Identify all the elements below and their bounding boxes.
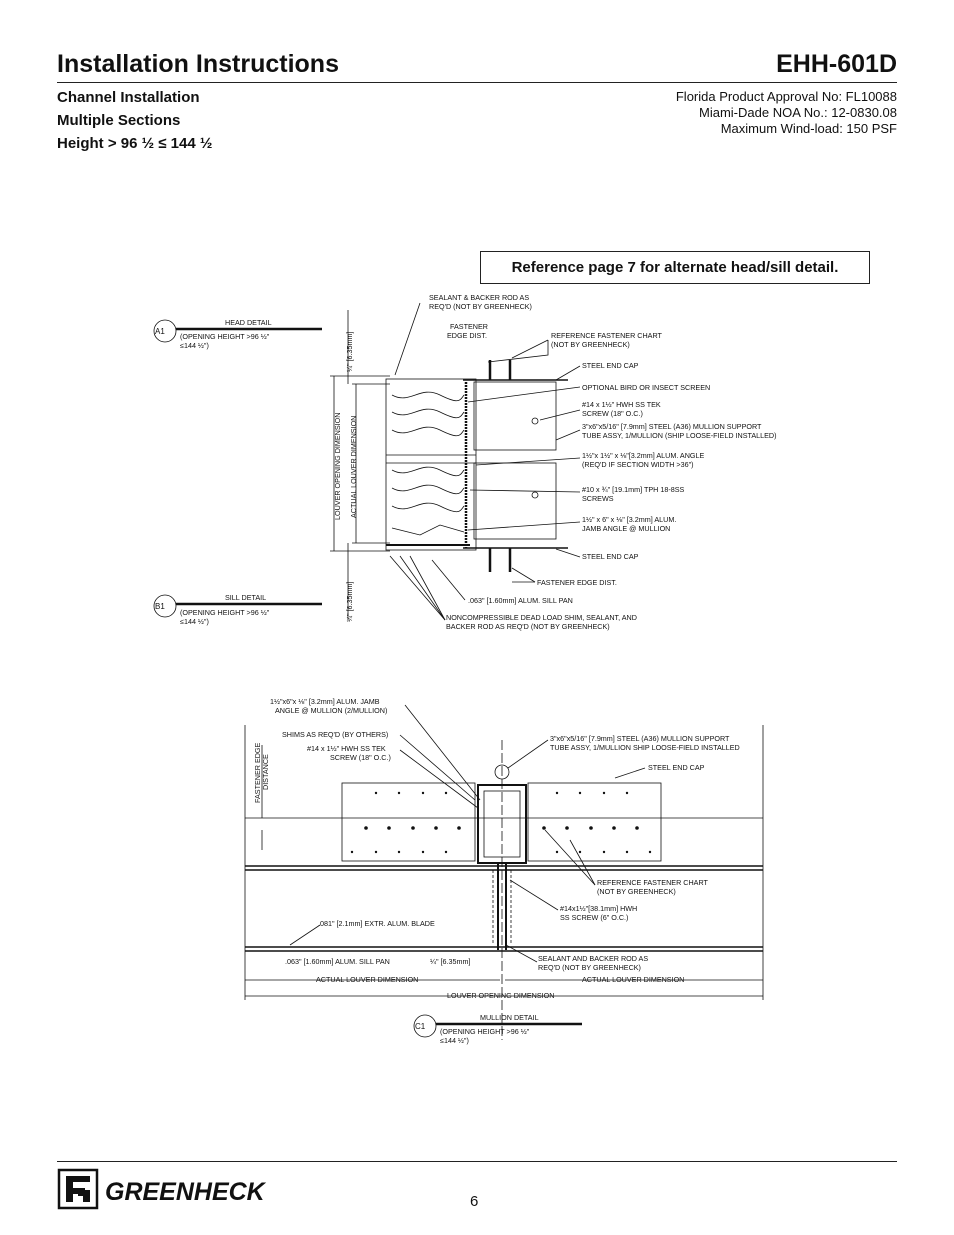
callout-a-18: STEEL END CAP (582, 552, 639, 561)
callout-c-4: SCREW (18" O.C.) (330, 753, 391, 762)
head-detail-range-1: (OPENING HEIGHT >96 ½" (180, 332, 270, 341)
callout-a-20: .063" [1.60mm] ALUM. SILL PAN (468, 596, 573, 605)
callout-c-11: SS SCREW (6" O.C.) (560, 913, 628, 922)
callout-c-13: .063" [1.60mm] ALUM. SILL PAN (285, 957, 390, 966)
sill-detail-range-1: (OPENING HEIGHT >96 ½" (180, 608, 270, 617)
approval-miami-dade: Miami-Dade NOA No.: 12-0830.08 (699, 105, 897, 120)
callout-a-12: 1½"x 1½" x ⅛"[3.2mm] ALUM. ANGLE (582, 451, 705, 460)
sill-detail-title: SILL DETAIL (225, 593, 266, 602)
mullion-detail-range-1: (OPENING HEIGHT >96 ½" (440, 1027, 530, 1036)
callout-a-4: REFERENCE FASTENER CHART (551, 331, 662, 340)
callout-a-15: SCREWS (582, 494, 614, 503)
fastener-edge-label: FASTENER EDGE (253, 742, 262, 803)
callout-c-6: TUBE ASSY, 1/MULLION SHIP LOOSE-FIELD IN… (550, 743, 740, 752)
callout-c-19: LOUVER OPENING DIMENSION (447, 991, 554, 1000)
callout-a-5: (NOT BY GREENHECK) (551, 340, 630, 349)
callout-c-8: REFERENCE FASTENER CHART (597, 878, 708, 887)
subtitle-line-3: Height > 96 ½ ≤ 144 ½ (57, 135, 213, 152)
reference-note: Reference page 7 for alternate head/sill… (480, 251, 870, 284)
callout-c-5: 3"x6"x5/16" [7.9mm] STEEL (A36) MULLION … (550, 734, 730, 743)
dim-bottom-label: ¼" [6.35mm] (345, 581, 354, 622)
approval-wind-load: Maximum Wind-load: 150 PSF (720, 121, 897, 136)
detail-tag-b1-circle (153, 594, 177, 618)
callout-c-7: STEEL END CAP (648, 763, 705, 772)
callout-a-8: #14 x 1½" HWH SS TEK (582, 400, 661, 409)
tag-a1-text: A1 (155, 327, 165, 336)
callout-c-15: SEALANT AND BACKER ROD AS (538, 954, 648, 963)
callout-a-7: OPTIONAL BIRD OR INSECT SCREEN (582, 383, 710, 392)
brand-name: GREENHECK (105, 1178, 267, 1206)
approval-block: Florida Product Approval No: FL10088 Mia… (676, 89, 897, 137)
footer-rule (57, 1161, 897, 1162)
page-number: 6 (470, 1193, 479, 1210)
callout-c-18: ACTUAL LOUVER DIMENSION (582, 975, 684, 984)
callout-a-14: #10 x ¾" [19.1mm] TPH 18-8SS (582, 485, 684, 494)
callout-a-10: 3"x6"x5/16" [7.9mm] STEEL (A36) MULLION … (582, 422, 762, 431)
callout-c-12: .081" [2.1mm] EXTR. ALUM. BLADE (318, 919, 435, 928)
callout-a-19: FASTENER EDGE DIST. (537, 578, 617, 587)
header-rule (57, 82, 897, 83)
louver-opening-label: LOUVER OPENING DIMENSION (333, 413, 342, 520)
detail-tag-c1-circle (413, 1014, 437, 1038)
sill-detail-range-2: ≤144 ½") (180, 617, 209, 626)
tag-c1-text: C1 (415, 1022, 426, 1031)
head-detail-title: HEAD DETAIL (225, 318, 272, 327)
dim-top-label: ¼" [6.35mm] (345, 331, 354, 372)
actual-louver-label: ACTUAL LOUVER DIMENSION (349, 416, 358, 518)
model-number: EHH-601D (776, 50, 897, 78)
callout-a-1: REQ'D (NOT BY GREENHECK) (429, 302, 532, 311)
distance-label: DISTANCE (261, 754, 270, 790)
callout-c-9: (NOT BY GREENHECK) (597, 887, 676, 896)
mullion-detail-range-2: ≤144 ½") (440, 1036, 469, 1045)
callout-c-10: #14x1½"[38.1mm] HWH (560, 904, 637, 913)
subtitle-line-1: Channel Installation (57, 89, 200, 106)
mullion-detail-title: MULLION DETAIL (480, 1013, 539, 1022)
callout-a-2: FASTENER (450, 322, 488, 331)
callout-a-6: STEEL END CAP (582, 361, 639, 370)
callout-a-0: SEALANT & BACKER ROD AS (429, 293, 529, 302)
tag-b1-text: B1 (155, 602, 165, 611)
callout-a-11: TUBE ASSY, 1/MULLION (SHIP LOOSE-FIELD I… (582, 431, 777, 440)
callout-c-17: ACTUAL LOUVER DIMENSION (316, 975, 418, 984)
head-detail-range-2: ≤144 ½") (180, 341, 209, 350)
callout-c-16: REQ'D (NOT BY GREENHECK) (538, 963, 641, 972)
approval-florida: Florida Product Approval No: FL10088 (675, 89, 897, 104)
callout-a-13: (REQ'D IF SECTION WIDTH >36") (582, 460, 694, 469)
callout-a-17: JAMB ANGLE @ MULLION (582, 524, 670, 533)
callout-c-1: ANGLE @ MULLION (2/MULLION) (275, 706, 387, 715)
callout-a-9: SCREW (18" O.C.) (582, 409, 643, 418)
subtitle-line-2: Multiple Sections (57, 112, 181, 129)
callout-c-0: 1½"x6"x ⅛" [3.2mm] ALUM. JAMB (270, 697, 380, 706)
greenheck-logo: GREENHECK (57, 1168, 267, 1210)
callout-a-16: 1½" x 6" x ⅛" [3.2mm] ALUM. (582, 515, 676, 524)
detail-tag-a1-circle (153, 319, 177, 343)
callout-a-22: BACKER ROD AS REQ'D (NOT BY GREENHECK) (446, 622, 610, 631)
callout-a-3: EDGE DIST. (447, 331, 487, 340)
page-title: Installation Instructions (57, 50, 339, 78)
callout-c-14: ¼" [6.35mm] (430, 957, 471, 966)
callout-c-3: #14 x 1½" HWH SS TEK (307, 744, 386, 753)
callout-c-2: SHIMS AS REQ'D (BY OTHERS) (282, 730, 388, 739)
callout-a-21: NONCOMPRESSIBLE DEAD LOAD SHIM, SEALANT,… (446, 613, 637, 622)
